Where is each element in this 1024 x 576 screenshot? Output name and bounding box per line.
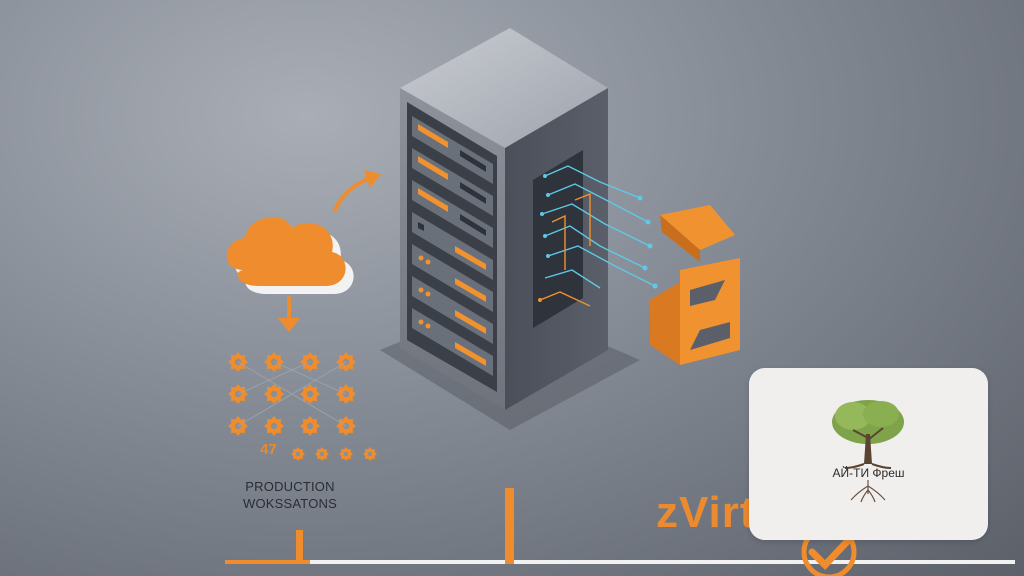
gear-icon — [315, 447, 329, 461]
server-units — [412, 116, 493, 376]
circuit-traces — [538, 165, 658, 307]
bottom-bars — [225, 488, 1015, 564]
gear-grid — [228, 352, 377, 461]
zvirt-logo-icon — [650, 205, 740, 365]
workstation-count: 47 — [260, 441, 277, 458]
company-name: АЙ-ТИ Фреш — [832, 466, 905, 480]
workstations-caption: PRODUCTION WOKSSATONS — [220, 478, 360, 512]
gear-icon — [291, 447, 305, 461]
gear-icon — [264, 416, 284, 436]
brand-name: zVirt — [656, 488, 756, 537]
tree-roots-icon — [850, 480, 886, 503]
gear-icon — [363, 447, 377, 461]
company-badge: АЙ-ТИ Фреш — [749, 368, 988, 540]
tree-logo-icon — [832, 400, 904, 469]
gear-icon — [339, 447, 353, 461]
gear-icon — [264, 384, 284, 404]
caption-line-1: PRODUCTION — [245, 479, 335, 494]
gear-icon — [300, 416, 320, 436]
arrow-icon — [278, 170, 381, 332]
caption-line-2: WOKSSATONS — [243, 496, 337, 511]
gear-connectors — [237, 361, 347, 427]
cloud-icon — [226, 217, 354, 294]
gear-icon — [300, 384, 320, 404]
server-rack-icon — [400, 28, 608, 410]
